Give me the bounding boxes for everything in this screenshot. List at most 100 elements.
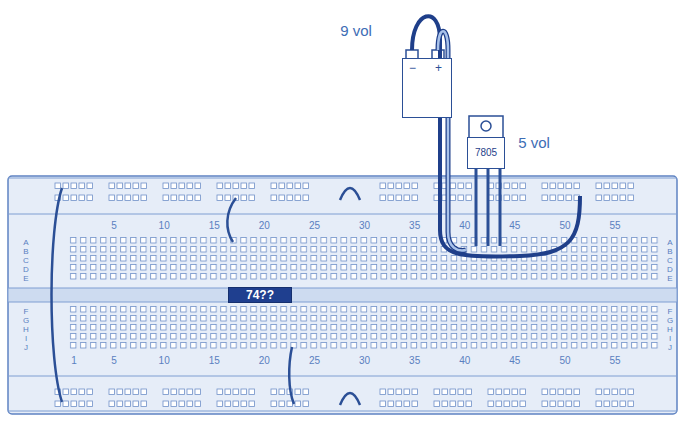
rail-hole [249, 195, 255, 201]
rail-hole [187, 389, 193, 395]
rail-hole [249, 401, 255, 407]
rail-hole [117, 389, 123, 395]
rail-hole [458, 401, 464, 407]
row-letter: H [23, 326, 29, 334]
rail-hole [87, 401, 93, 407]
rail-hole [195, 195, 201, 201]
rail-hole [125, 195, 131, 201]
rail-hole [450, 389, 456, 395]
node-text: + [435, 62, 442, 74]
rail-hole [225, 195, 231, 201]
column-number: 45 [509, 221, 520, 231]
rail-hole [249, 389, 255, 395]
rail-hole [612, 195, 618, 201]
rail-hole [109, 195, 115, 201]
rail-hole [404, 401, 410, 407]
rail-hole [225, 401, 231, 407]
jumper-wire [289, 347, 294, 404]
jumper-wire [340, 188, 360, 200]
rail-hole [179, 389, 185, 395]
rail-hole [171, 195, 177, 201]
rail-hole [504, 195, 510, 201]
rail-hole [550, 401, 556, 407]
row-letter: E [667, 275, 672, 283]
voltage-label: 9 vol [340, 23, 372, 38]
rail-hole [620, 183, 626, 189]
rail-hole [71, 401, 77, 407]
rail-hole [380, 195, 386, 201]
rail-hole [450, 183, 456, 189]
hole-grid [69, 236, 661, 281]
rail-hole [404, 389, 410, 395]
rail-hole [279, 195, 285, 201]
rail-hole [217, 183, 223, 189]
rail-hole [279, 389, 285, 395]
rail-hole [217, 195, 223, 201]
rail-hole [596, 401, 602, 407]
row-letter: I [669, 335, 671, 343]
rail-hole [542, 389, 548, 395]
regulator-tab [469, 116, 503, 138]
row-letter: I [25, 335, 27, 343]
node-text: − [409, 62, 416, 74]
rail-hole [87, 389, 93, 395]
rail-hole [396, 401, 402, 407]
rail-hole [271, 389, 277, 395]
rail-hole [225, 183, 231, 189]
rail-hole [241, 195, 247, 201]
rail-hole [79, 195, 85, 201]
rail-hole [504, 401, 510, 407]
row-letter: A [23, 239, 28, 247]
rail-hole [542, 401, 548, 407]
rail-hole [109, 401, 115, 407]
rail-hole [550, 195, 556, 201]
rail-hole [141, 195, 147, 201]
rail-hole [303, 389, 309, 395]
rail-hole [87, 183, 93, 189]
rail-hole [558, 195, 564, 201]
rail-hole [303, 401, 309, 407]
rail-hole [388, 401, 394, 407]
rail-hole [512, 195, 518, 201]
node-text: 7805 [475, 148, 497, 158]
rail-hole [412, 183, 418, 189]
rail-hole [466, 183, 472, 189]
rail-hole [171, 389, 177, 395]
column-number: 10 [159, 356, 170, 366]
rail-hole [628, 389, 634, 395]
rail-hole [380, 401, 386, 407]
row-letter: D [667, 266, 673, 274]
rail-hole [195, 389, 201, 395]
column-number: 25 [309, 356, 320, 366]
row-letter: A [667, 239, 672, 247]
rail-hole [117, 401, 123, 407]
rail-hole [504, 389, 510, 395]
rail-hole [520, 401, 526, 407]
rail-hole [412, 389, 418, 395]
rail-hole [396, 183, 402, 189]
rail-hole [233, 183, 239, 189]
rail-hole [171, 183, 177, 189]
rail-hole [141, 389, 147, 395]
voltage-label: 5 vol [518, 135, 550, 150]
rail-hole [612, 389, 618, 395]
rail-hole [574, 183, 580, 189]
rail-hole [241, 183, 247, 189]
column-number: 45 [509, 356, 520, 366]
rail-hole [466, 389, 472, 395]
rail-hole [596, 183, 602, 189]
rail-hole [620, 195, 626, 201]
rail-hole [79, 401, 85, 407]
rail-hole [566, 183, 572, 189]
rail-hole [388, 195, 394, 201]
rail-hole [404, 183, 410, 189]
rail-hole [620, 389, 626, 395]
rail-hole [542, 183, 548, 189]
rail-hole [233, 389, 239, 395]
jumper-wire [227, 198, 236, 242]
rail-hole [163, 195, 169, 201]
rail-hole [542, 195, 548, 201]
row-letter: C [23, 257, 29, 265]
column-number: 5 [111, 356, 117, 366]
